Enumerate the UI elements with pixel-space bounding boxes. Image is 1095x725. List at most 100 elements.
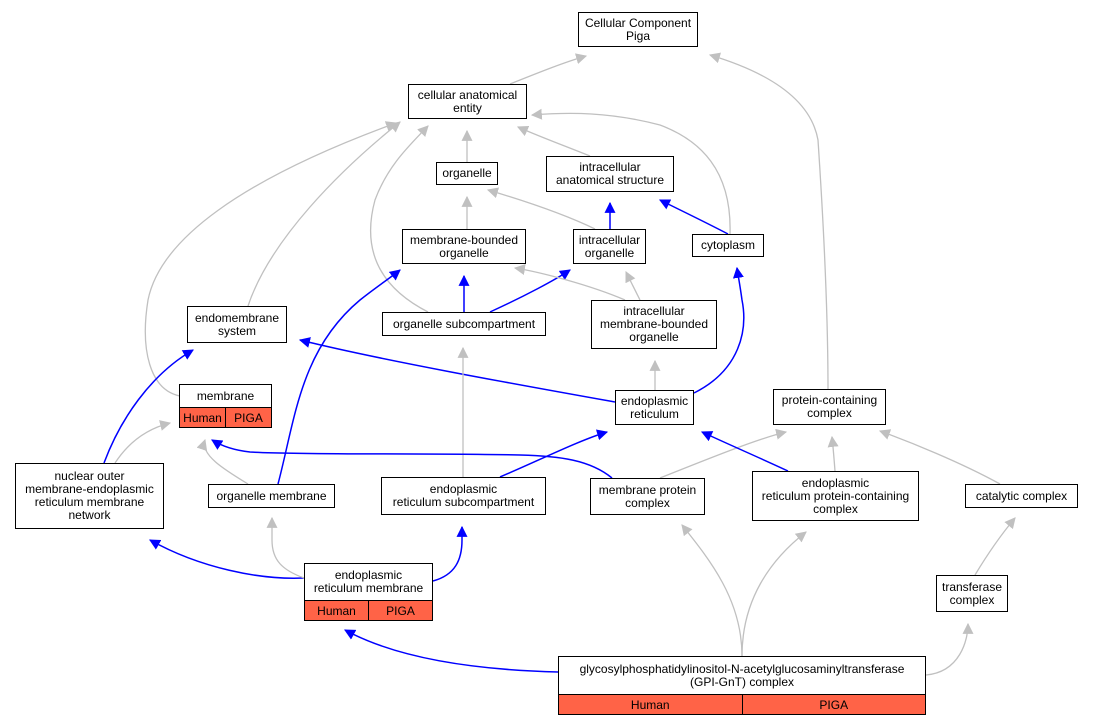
edge-part-of — [489, 269, 571, 313]
term-label-line: organelle — [629, 330, 679, 344]
term-label-line: Cellular Component — [584, 15, 692, 30]
term-node-organelle-membrane[interactable]: organelle membrane — [208, 484, 335, 508]
term-label-line: reticulum membrane — [34, 495, 145, 509]
term-label-line: intracellular — [623, 304, 685, 318]
term-label-line: Piga — [625, 28, 651, 43]
term-label-line: network — [68, 508, 111, 522]
term-label-line: endoplasmic — [334, 568, 403, 582]
term-label-line: organelle — [442, 166, 492, 180]
edge-is-a — [925, 622, 974, 676]
term-label-line: membrane-bounded — [599, 317, 709, 331]
term-node-organelle[interactable]: organelle — [436, 162, 498, 185]
term-label: membrane — [180, 385, 271, 407]
term-node-cytoplasm[interactable]: cytoplasm — [692, 234, 764, 257]
annotation-species[interactable]: Human — [183, 410, 222, 425]
term-node-gpi-gnt-complex[interactable]: glycosylphosphatidylinositol-N-acetylglu… — [558, 656, 926, 715]
term-label-line: membrane-bounded — [409, 232, 519, 247]
term-label-line: endoplasmic — [429, 482, 498, 496]
edge-is-a — [659, 428, 788, 479]
term-label-line: membrane protein — [598, 482, 697, 497]
term-label-line: (GPI-GnT) complex — [689, 674, 794, 689]
edge-part-of — [149, 539, 305, 579]
edge-part-of — [432, 525, 468, 582]
edge-part-of — [298, 337, 616, 403]
term-label-line: reticulum protein-containing — [761, 488, 910, 503]
edge-is-a — [196, 438, 249, 485]
edge-part-of — [499, 429, 609, 478]
term-label-line: organelle — [584, 245, 635, 260]
term-label: catalytic complex — [966, 485, 1077, 507]
term-label: organelle subcompartment — [383, 313, 545, 335]
term-label: glycosylphosphatidylinositol-N-acetylglu… — [559, 657, 925, 694]
term-label-line: endoplasmic — [620, 393, 689, 408]
term-label-line: membrane-endoplasmic — [25, 482, 154, 496]
term-label-line: intracellular — [578, 232, 641, 247]
term-label-line: complex — [807, 406, 852, 420]
annotation-gene[interactable]: PIGA — [368, 601, 432, 620]
edge-is-a — [370, 125, 429, 313]
edge-is-a — [827, 435, 839, 472]
annotation-row: Human PIGA — [305, 600, 432, 620]
edge-is-a — [681, 524, 743, 657]
edge-is-a — [974, 517, 1016, 576]
edge-is-a — [144, 121, 398, 397]
edge-is-a — [625, 271, 641, 301]
term-label-line: intracellular — [579, 160, 641, 174]
edge-part-of — [659, 199, 729, 235]
term-label-line: membrane — [196, 388, 255, 403]
edge-is-a — [708, 52, 829, 390]
edge-part-of — [693, 266, 745, 394]
term-label-line: cellular anatomical — [417, 87, 518, 102]
term-label-line: glycosylphosphatidylinositol-N-acetylglu… — [579, 661, 905, 676]
term-label-line: reticulum subcompartment — [392, 495, 535, 509]
annotation-species[interactable]: Human — [630, 697, 670, 712]
term-label-line: reticulum membrane — [313, 581, 424, 595]
term-label-line: cytoplasm — [700, 238, 756, 252]
annotation-gene[interactable]: PIGA — [741, 695, 926, 714]
annotation-gene[interactable]: PIGA — [225, 408, 271, 427]
term-label: organelle membrane — [209, 485, 334, 507]
term-node-catalytic-complex[interactable]: catalytic complex — [965, 484, 1078, 508]
edge-part-of — [211, 439, 613, 479]
annotation-species[interactable]: Human — [317, 603, 356, 618]
term-label: organelle — [437, 163, 497, 184]
term-label-line: anatomical structure — [555, 173, 665, 187]
edge-is-a — [516, 126, 591, 157]
term-label-line: system — [217, 323, 256, 338]
edge-is-a — [513, 264, 626, 301]
edge-is-a — [741, 531, 807, 657]
term-node-organelle-subcompartment[interactable]: organelle subcompartment — [382, 312, 546, 336]
edge-is-a — [266, 516, 305, 579]
edge-is-a — [530, 108, 731, 235]
term-label-line: reticulum — [630, 406, 679, 421]
edge-part-of — [277, 269, 401, 485]
